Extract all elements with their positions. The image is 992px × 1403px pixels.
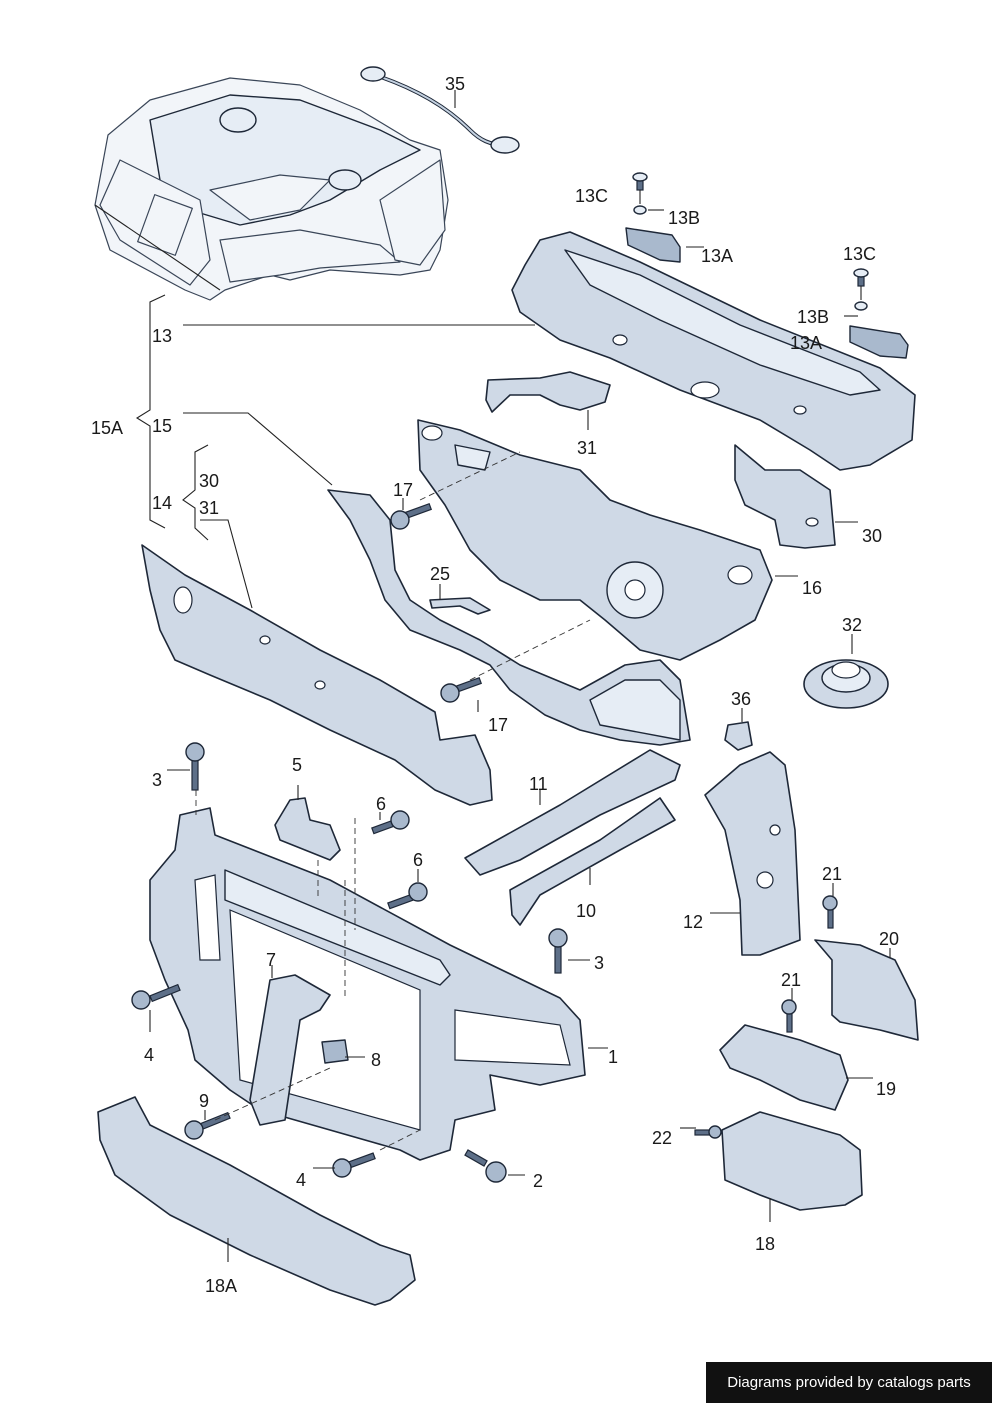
part-20-bracket [814, 939, 919, 1041]
callout-30-left: 30 [199, 471, 219, 491]
part-7-bracket [249, 974, 331, 1126]
callout-6-top: 6 [376, 794, 386, 814]
callout-3-top: 3 [152, 770, 162, 790]
part-17-bolt-top [390, 502, 433, 530]
callout-13B-right: 13B [797, 307, 829, 327]
catalog-credit-banner: Diagrams provided by catalogs parts [706, 1362, 992, 1403]
part-13-fastener-set-a [625, 172, 681, 263]
part-16-bulkhead [417, 419, 773, 661]
front-body-assembly [94, 77, 449, 301]
callout-36: 36 [731, 689, 751, 709]
part-21-screw-top [822, 895, 838, 929]
callout-20: 20 [879, 929, 899, 949]
callout-labels: 35 13C 13B 13A 13C 13B 13A 13 15A 15 30 … [91, 74, 899, 1296]
callout-9: 9 [199, 1091, 209, 1111]
part-2-stud [464, 1149, 507, 1183]
callout-13B-top: 13B [668, 208, 700, 228]
callout-13A-top: 13A [701, 246, 733, 266]
callout-17-bottom: 17 [488, 715, 508, 735]
part-8-clip [321, 1039, 349, 1064]
part-6-bolt-mid [387, 882, 428, 910]
callout-18A: 18A [205, 1276, 237, 1296]
part-5-bracket [274, 797, 341, 861]
part-15-seal-strip [327, 489, 691, 746]
part-18A-spoiler [97, 1096, 416, 1306]
part-19-tray [719, 1024, 849, 1111]
part-10-support-rail [509, 797, 676, 926]
callout-2: 2 [533, 1171, 543, 1191]
part-3-bolt-top [185, 742, 205, 791]
part-32-grommet [803, 659, 889, 709]
part-17-bolt-bottom [440, 676, 483, 703]
part-9-bolt [184, 1111, 231, 1140]
callout-15: 15 [152, 416, 172, 436]
callout-6-mid: 6 [413, 850, 423, 870]
callout-15A: 15A [91, 418, 123, 438]
callout-31: 31 [577, 438, 597, 458]
callout-19: 19 [876, 1079, 896, 1099]
part-35-cable [360, 66, 520, 154]
callout-13A-right: 13A [790, 333, 822, 353]
callout-17-top: 17 [393, 480, 413, 500]
callout-31-left: 31 [199, 498, 219, 518]
callout-16: 16 [802, 578, 822, 598]
callout-21-bottom: 21 [781, 970, 801, 990]
part-31-bracket [485, 371, 611, 413]
callout-5: 5 [292, 755, 302, 775]
part-6-bolt-top [371, 810, 410, 835]
callout-1: 1 [608, 1047, 618, 1067]
callout-12: 12 [683, 912, 703, 932]
callout-18: 18 [755, 1234, 775, 1254]
part-4-bolt-bottom [332, 1152, 376, 1178]
callout-4-bottom: 4 [296, 1170, 306, 1190]
callout-22: 22 [652, 1128, 672, 1148]
part-13-fastener-set-b [849, 268, 909, 359]
callout-13: 13 [152, 326, 172, 346]
part-11-support-rail [464, 749, 681, 876]
callout-32: 32 [842, 615, 862, 635]
callout-11: 11 [529, 774, 548, 794]
part-3-bolt-mid [548, 928, 568, 974]
callout-13C-right: 13C [843, 244, 876, 264]
dash-alignment-lines [195, 451, 591, 1151]
callout-4-top: 4 [144, 1045, 154, 1065]
callout-3-mid: 3 [594, 953, 604, 973]
part-13-plenum-panel [511, 231, 916, 471]
callout-14: 14 [152, 493, 172, 513]
part-30-bracket-right [734, 444, 836, 549]
part-22-clip [694, 1125, 722, 1139]
part-25-clip [429, 597, 491, 615]
part-21-screw-bottom [781, 999, 797, 1033]
callout-7: 7 [266, 950, 276, 970]
callout-10: 10 [576, 901, 596, 921]
callout-13C-top: 13C [575, 186, 608, 206]
part-4-bolt-top [131, 983, 181, 1010]
part-18-tray [721, 1111, 863, 1211]
callout-8: 8 [371, 1050, 381, 1070]
callout-35: 35 [445, 74, 465, 94]
part-14-dash-panel [141, 544, 493, 806]
leader-lines [135, 90, 891, 1262]
part-36-clip [724, 721, 753, 751]
callout-30-right: 30 [862, 526, 882, 546]
callout-21-top: 21 [822, 864, 842, 884]
part-12-pillar [704, 751, 801, 956]
callout-25: 25 [430, 564, 450, 584]
